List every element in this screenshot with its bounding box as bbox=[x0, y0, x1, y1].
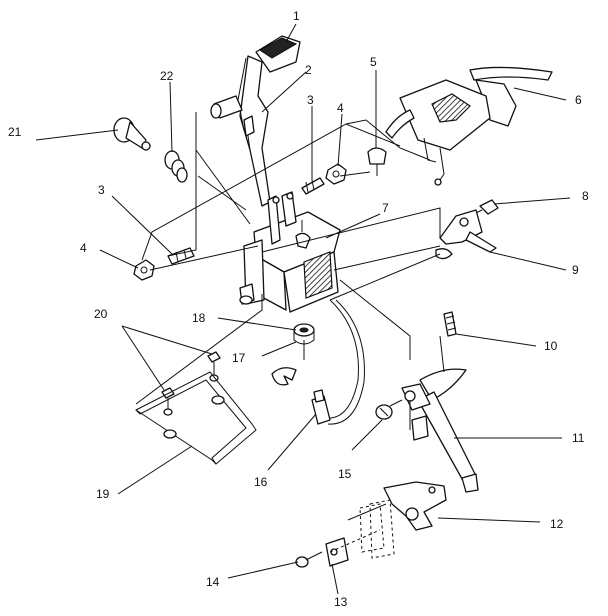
callout-5: 5 bbox=[370, 55, 377, 69]
part-19-cover-plate bbox=[135, 371, 257, 465]
callout-4: 4 bbox=[80, 241, 87, 255]
part-16-wire-harness bbox=[311, 299, 365, 425]
part-10-spring bbox=[443, 311, 457, 337]
callout-19: 19 bbox=[96, 487, 110, 501]
part-21-bolt bbox=[113, 117, 151, 151]
part-9-bracket bbox=[435, 209, 497, 260]
callout-14: 14 bbox=[206, 575, 220, 589]
callout-20: 20 bbox=[94, 307, 108, 321]
part-6-handle-assembly bbox=[385, 66, 553, 186]
part-4-lower-nut bbox=[133, 259, 155, 281]
callout-3: 3 bbox=[98, 183, 105, 197]
part-11-long-lever bbox=[401, 368, 479, 493]
part-8-screw bbox=[473, 199, 499, 215]
part-7-solenoid-bracket bbox=[239, 191, 341, 313]
part-17-clip bbox=[271, 367, 297, 386]
part-22-spring bbox=[164, 150, 188, 183]
callout-16: 16 bbox=[254, 475, 268, 489]
callout-8: 8 bbox=[582, 189, 589, 203]
leader-lines bbox=[35, 23, 571, 595]
roller-cylinder bbox=[210, 95, 243, 119]
part-4-upper-nut bbox=[325, 163, 347, 185]
callout-10: 10 bbox=[544, 339, 558, 353]
callout-11: 11 bbox=[572, 431, 585, 445]
callout-4: 4 bbox=[337, 101, 344, 115]
part-12-lower-bracket bbox=[359, 481, 447, 559]
part-20-screws bbox=[161, 351, 221, 416]
callout-3: 3 bbox=[307, 93, 314, 107]
callout-7: 7 bbox=[382, 201, 389, 215]
part-2-pin bbox=[243, 115, 255, 151]
callout-9: 9 bbox=[572, 263, 579, 277]
part-13-small-plate bbox=[325, 537, 349, 567]
callout-labels: 1 2 3 4 5 6 22 21 3 7 8 4 9 20 18 10 17 … bbox=[8, 9, 589, 609]
part-15-screw bbox=[375, 399, 403, 420]
assembly-lines bbox=[135, 112, 445, 553]
callout-15: 15 bbox=[338, 467, 352, 481]
callout-6: 6 bbox=[575, 93, 582, 107]
callout-21: 21 bbox=[8, 125, 22, 139]
part-14-screw bbox=[295, 551, 323, 568]
callout-17: 17 bbox=[232, 351, 246, 365]
callout-13: 13 bbox=[334, 595, 348, 609]
part-1-top-lever bbox=[237, 35, 301, 207]
callout-22: 22 bbox=[160, 69, 174, 83]
callout-2: 2 bbox=[305, 63, 312, 77]
callout-12: 12 bbox=[550, 517, 564, 531]
part-5-knob bbox=[367, 147, 387, 176]
callout-1: 1 bbox=[293, 9, 300, 23]
callout-18: 18 bbox=[192, 311, 206, 325]
part-3-upper-spring bbox=[301, 177, 325, 195]
